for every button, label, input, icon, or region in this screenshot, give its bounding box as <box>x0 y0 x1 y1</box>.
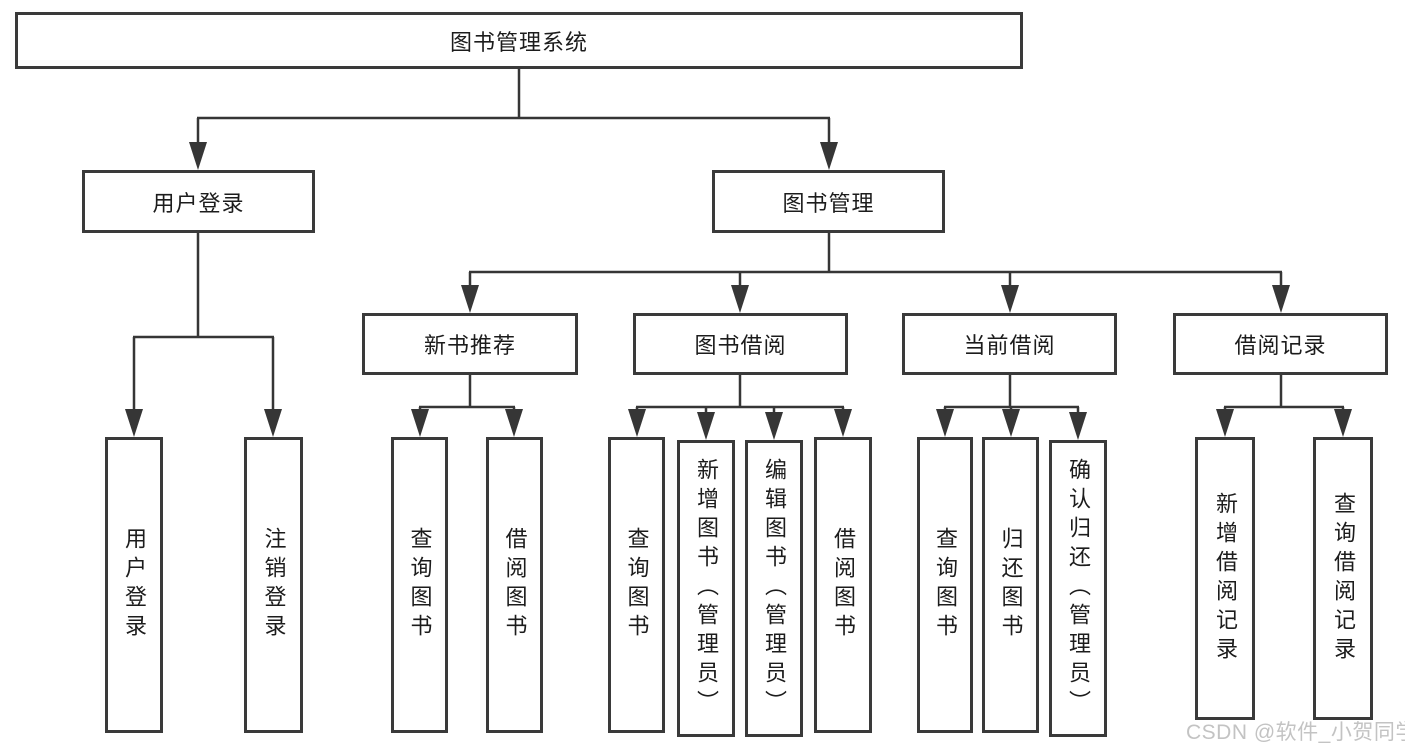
leaf-return-books: 归还图书 <box>982 437 1039 733</box>
node-label: 借阅记录 <box>1234 333 1327 358</box>
node-label: 当前借阅 <box>963 333 1056 358</box>
node-library-management-system: 图书管理系统 <box>15 12 1023 69</box>
node-label: 借阅图书 <box>502 527 528 643</box>
node-label: 新增借阅记录 <box>1213 491 1238 666</box>
connector-userlogin-to-leaves <box>125 233 282 437</box>
leaf-query-books-current: 查询图书 <box>917 437 973 733</box>
connector-newbook-to-leaves <box>411 375 523 437</box>
leaf-borrow-books-recommend: 借阅图书 <box>486 437 543 733</box>
connector-bookborrow-to-leaves <box>628 375 852 440</box>
leaf-edit-books-admin: 编辑图书（管理员） <box>745 440 803 737</box>
node-label: 新书推荐 <box>423 333 516 358</box>
leaf-query-borrow-record: 查询借阅记录 <box>1313 437 1373 720</box>
leaf-borrow-books: 借阅图书 <box>814 437 872 733</box>
node-label: 注销登录 <box>261 527 287 643</box>
node-book-borrow: 图书借阅 <box>633 313 848 375</box>
node-label: 图书借阅 <box>694 333 787 358</box>
leaf-query-books-recommend: 查询图书 <box>391 437 448 733</box>
node-label: 用户登录 <box>122 527 147 643</box>
leaf-add-books-admin: 新增图书（管理员） <box>677 440 735 737</box>
node-label: 查询图书 <box>624 527 650 643</box>
node-borrow-records: 借阅记录 <box>1173 313 1388 375</box>
node-label: 借阅图书 <box>831 527 856 643</box>
node-label: 确认归还（管理员） <box>1066 458 1091 719</box>
leaf-logout: 注销登录 <box>244 437 303 733</box>
leaf-query-books-borrow: 查询图书 <box>608 437 665 733</box>
connector-currentborrow-to-leaves <box>936 375 1087 440</box>
connector-borrowrecords-to-leaves <box>1216 375 1352 437</box>
node-label: 图书管理 <box>782 190 875 216</box>
leaf-add-borrow-record: 新增借阅记录 <box>1195 437 1255 720</box>
node-new-book-recommend: 新书推荐 <box>362 313 578 375</box>
node-current-borrow: 当前借阅 <box>902 313 1117 375</box>
node-label: 查询图书 <box>407 527 433 643</box>
node-label: 查询借阅记录 <box>1331 491 1356 666</box>
node-label: 图书管理系统 <box>449 29 588 55</box>
node-book-management: 图书管理 <box>712 170 945 233</box>
node-user-login-branch: 用户登录 <box>82 170 315 233</box>
connector-bookmgmt-to-level3 <box>461 233 1290 313</box>
node-label: 查询图书 <box>933 527 958 643</box>
node-label: 编辑图书（管理员） <box>762 458 787 719</box>
leaf-user-login: 用户登录 <box>105 437 163 733</box>
node-label: 用户登录 <box>152 190 245 216</box>
csdn-watermark: CSDN @软件_小贺同学 <box>1186 721 1405 744</box>
node-label: 新增图书（管理员） <box>694 458 719 719</box>
node-label: 归还图书 <box>998 527 1024 643</box>
connector-root-to-level2 <box>189 69 838 170</box>
leaf-confirm-return-admin: 确认归还（管理员） <box>1049 440 1107 737</box>
